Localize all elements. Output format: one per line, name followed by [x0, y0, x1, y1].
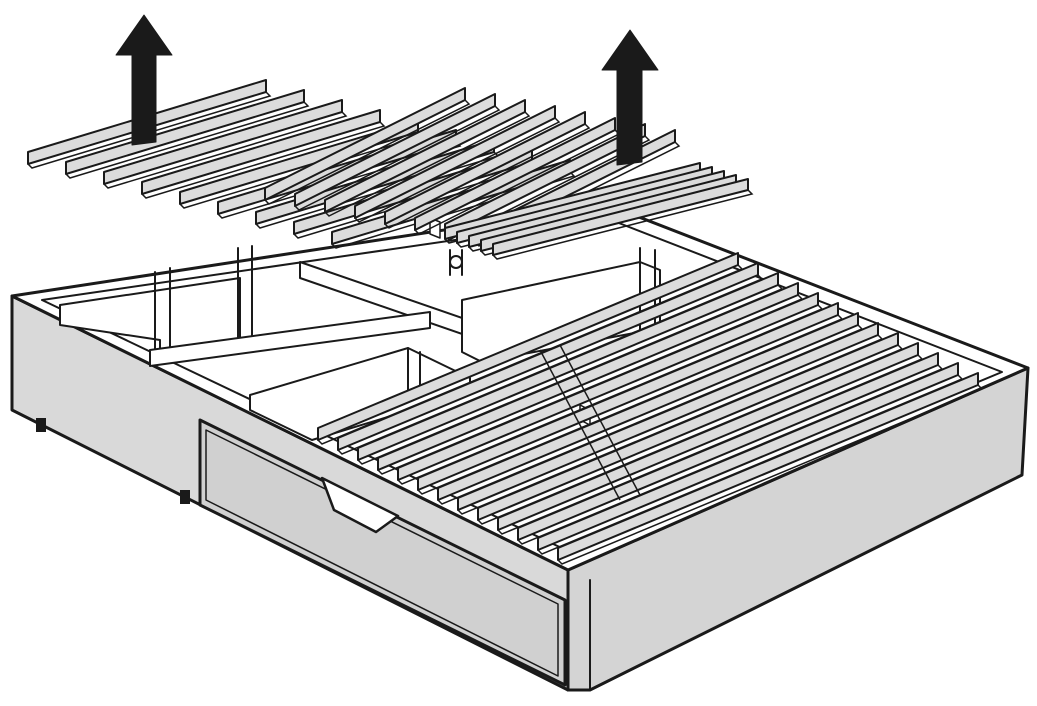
frame-foot — [36, 418, 46, 432]
lifted-slat-edge — [331, 171, 576, 249]
lifted-slat-edge — [384, 123, 591, 229]
installed-slats — [317, 252, 984, 565]
slat-support-rail — [539, 344, 641, 501]
lifted-slat-edge — [324, 111, 531, 217]
lifted-slat-edge — [141, 121, 386, 199]
lifted-slat-edge — [492, 189, 754, 260]
drawer-front-inset — [205, 429, 559, 677]
frame-foot — [180, 490, 190, 504]
up-arrow-icon — [601, 29, 659, 166]
center-support-cap — [449, 255, 463, 269]
cross-rail — [149, 311, 431, 367]
interior-structure — [59, 217, 661, 441]
lifted-slats — [27, 79, 754, 260]
interior-post — [237, 245, 253, 341]
up-arrow-icon — [115, 14, 173, 146]
lifted-slat-edge — [294, 105, 501, 211]
lifted-slat-edge — [103, 111, 348, 189]
lifted-slat-edge — [354, 117, 561, 223]
lifted-slat-edge — [264, 99, 471, 205]
lifted-slat-edge — [65, 101, 310, 179]
drawer-handle — [320, 476, 400, 534]
drawer — [198, 418, 567, 687]
drawer-front — [198, 418, 567, 687]
interior-post — [154, 267, 171, 353]
installed-slat-edge — [557, 384, 984, 565]
